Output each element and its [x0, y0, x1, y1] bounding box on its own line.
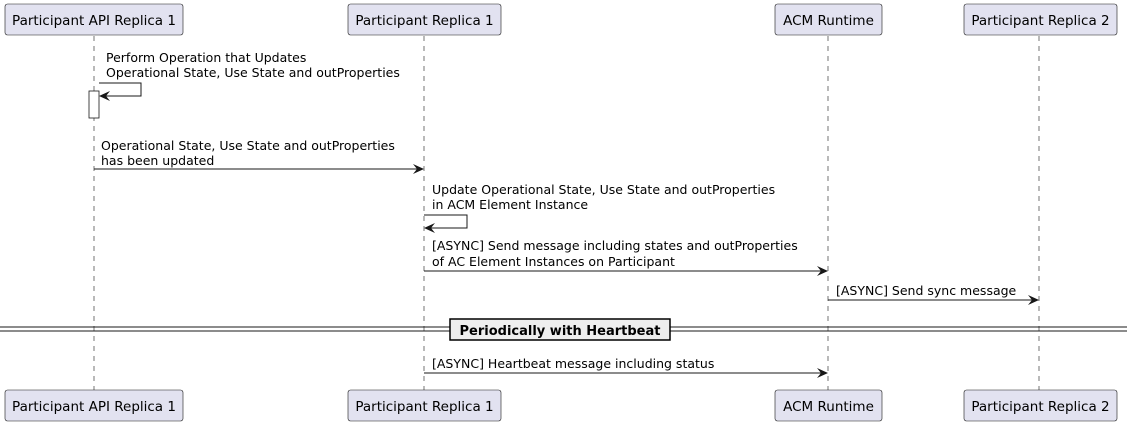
activation-bar: [88, 90, 100, 119]
message-text: has been updated: [101, 153, 214, 168]
message-text: Update Operational State, Use State and …: [432, 182, 775, 197]
message-text: [ASYNC] Send sync message: [836, 283, 1017, 298]
participant-label: ACM Runtime: [783, 399, 874, 415]
participant-label: Participant API Replica 1: [12, 399, 176, 415]
participant-label: Participant Replica 2: [971, 13, 1109, 29]
divider-periodically-with-heartbeat: Periodically with Heartbeat: [0, 318, 1127, 341]
participant-top-participant-replica-2: Participant Replica 2: [963, 3, 1118, 36]
message-replica1-to-acm-heartbeat: [ASYNC] Heartbeat message including stat…: [424, 356, 828, 378]
message-self-perform-operation: Perform Operation that Updates Operation…: [99, 50, 400, 101]
message-text: of AC Element Instances on Participant: [432, 254, 675, 269]
message-text: [ASYNC] Send message including states an…: [432, 238, 798, 253]
arrowhead: [424, 223, 435, 233]
message-text: Perform Operation that Updates: [106, 50, 306, 65]
message-arrow: [424, 214, 468, 229]
message-api1-to-replica1: Operational State, Use State and outProp…: [94, 138, 424, 174]
message-text: [ASYNC] Heartbeat message including stat…: [432, 356, 714, 371]
participant-top-acm-runtime: ACM Runtime: [774, 3, 883, 36]
message-text: Operational State, Use State and outProp…: [106, 65, 400, 80]
message-arrow: [99, 82, 142, 97]
participant-top-participant-api-replica-1: Participant API Replica 1: [4, 3, 184, 36]
arrowhead: [413, 164, 424, 174]
participant-bottom-participant-api-replica-1: Participant API Replica 1: [4, 389, 184, 422]
participant-bottom-participant-replica-2: Participant Replica 2: [963, 389, 1118, 422]
message-replica1-to-acm-states: [ASYNC] Send message including states an…: [424, 238, 828, 276]
arrowhead: [99, 91, 110, 101]
message-self-update-states: Update Operational State, Use State and …: [424, 182, 775, 233]
participant-label: Participant Replica 1: [355, 13, 493, 29]
message-text: in ACM Element Instance: [432, 197, 588, 212]
message-acm-to-replica2-sync: [ASYNC] Send sync message: [828, 283, 1039, 305]
arrowhead: [817, 368, 828, 378]
participant-label: Participant Replica 2: [971, 399, 1109, 415]
participant-label: ACM Runtime: [783, 13, 874, 29]
participant-top-participant-replica-1: Participant Replica 1: [347, 3, 502, 36]
participant-label: Participant Replica 1: [355, 399, 493, 415]
divider-label: Periodically with Heartbeat: [460, 324, 661, 339]
message-text: Operational State, Use State and outProp…: [101, 138, 395, 153]
divider-box: [449, 318, 671, 341]
participant-bottom-acm-runtime: ACM Runtime: [774, 389, 883, 422]
arrowhead: [1028, 295, 1039, 305]
participant-label: Participant API Replica 1: [12, 13, 176, 29]
arrowhead: [817, 266, 828, 276]
participant-bottom-participant-replica-1: Participant Replica 1: [347, 389, 502, 422]
